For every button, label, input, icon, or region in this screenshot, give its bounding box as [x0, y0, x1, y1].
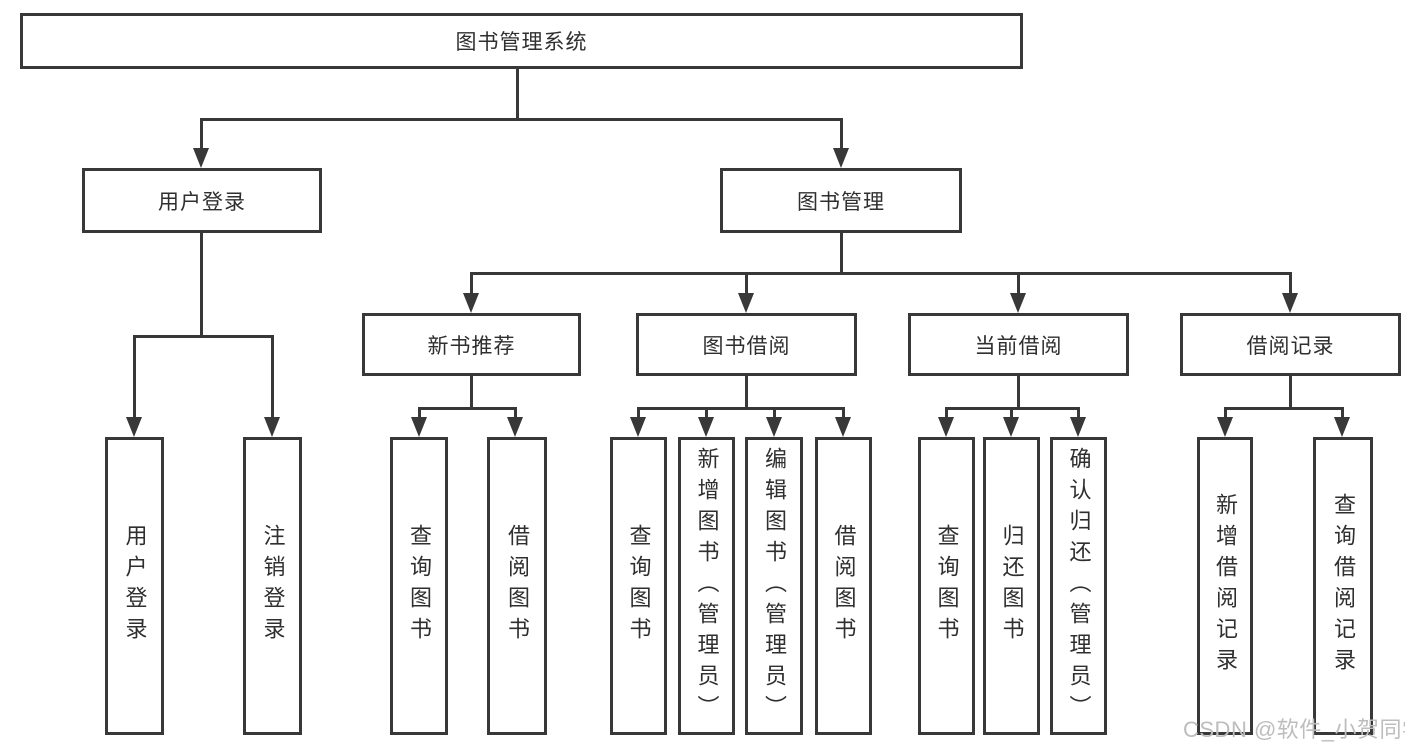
connector-stub-leaf: [705, 407, 708, 419]
connector-stub-leaf: [1341, 407, 1344, 419]
connector-stub-leaf: [514, 407, 517, 419]
arrow-down-icon: [833, 148, 849, 168]
connector-book-management-trunk: [840, 233, 843, 274]
connector-stub-level3: [745, 272, 748, 295]
node-new-book-recommend: 新书推荐: [362, 313, 581, 376]
leaf-borrow-books-2: 借阅图书: [815, 437, 872, 735]
arrow-down-icon: [463, 293, 479, 313]
connector-stub-leaf: [133, 335, 136, 419]
leaf-label: 编辑图书（管理员）: [762, 446, 787, 726]
leaf-query-books-2: 查询图书: [610, 437, 667, 735]
node-book-borrowing-label: 图书借阅: [702, 334, 791, 358]
arrow-down-icon: [938, 417, 954, 437]
node-book-management-label: 图书管理: [797, 190, 885, 214]
arrow-down-icon: [193, 148, 209, 168]
arrow-down-icon: [1282, 293, 1298, 313]
arrow-down-icon: [766, 417, 782, 437]
leaf-query-books-1: 查询图书: [390, 437, 448, 735]
leaf-label: 用户登录: [122, 524, 148, 648]
leaf-label: 确认归还（管理员）: [1066, 446, 1092, 726]
connector-stub-leaf: [271, 335, 274, 419]
leaf-logout: 注销登录: [243, 437, 302, 735]
connector-root-branch: [200, 118, 843, 121]
node-current-borrowing: 当前借阅: [908, 313, 1129, 376]
arrow-down-icon: [698, 417, 714, 437]
connector-borrowing-records-trunk: [1289, 376, 1292, 409]
connector-stub-user-login: [200, 118, 203, 151]
arrow-down-icon: [507, 417, 523, 437]
connector-user-login-trunk: [200, 233, 203, 337]
arrow-down-icon: [1010, 293, 1026, 313]
leaf-label: 借阅图书: [505, 524, 530, 648]
connector-stub-level3: [1289, 272, 1292, 295]
leaf-label: 查询图书: [407, 524, 432, 648]
node-new-book-recommend-label: 新书推荐: [427, 334, 516, 358]
arrow-down-icon: [835, 417, 851, 437]
connector-stub-level3: [470, 272, 473, 295]
node-book-borrowing: 图书借阅: [636, 313, 857, 376]
leaf-user-login: 用户登录: [105, 437, 164, 735]
leaf-edit-books-admin: 编辑图书（管理员）: [745, 437, 803, 735]
leaf-label: 注销登录: [260, 524, 286, 648]
node-root-label: 图书管理系统: [455, 31, 588, 54]
leaf-add-books-admin: 新增图书（管理员）: [678, 437, 735, 735]
node-borrowing-records-label: 借阅记录: [1246, 334, 1335, 358]
leaf-query-borrow-record: 查询借阅记录: [1313, 437, 1373, 735]
node-current-borrowing-label: 当前借阅: [974, 334, 1063, 358]
leaf-label: 查询借阅记录: [1331, 493, 1356, 679]
connector-borrowing-records-branch: [1224, 407, 1344, 410]
connector-stub-leaf: [418, 407, 421, 419]
arrow-down-icon: [1003, 417, 1019, 437]
connector-stub-book-management: [840, 118, 843, 151]
leaf-confirm-return-admin: 确认归还（管理员）: [1050, 437, 1107, 735]
node-book-management: 图书管理: [720, 168, 962, 233]
arrow-down-icon: [738, 293, 754, 313]
arrow-down-icon: [411, 417, 427, 437]
connector-stub-level3: [1017, 272, 1020, 295]
arrow-down-icon: [264, 417, 280, 437]
connector-stub-leaf: [1224, 407, 1227, 419]
connector-stub-leaf: [1077, 407, 1080, 419]
leaf-label: 新增借阅记录: [1213, 493, 1238, 679]
arrow-down-icon: [630, 417, 646, 437]
connector-book-management-branch: [470, 272, 1292, 275]
connector-new-book-trunk: [470, 376, 473, 409]
connector-stub-leaf: [637, 407, 640, 419]
leaf-return-books: 归还图书: [983, 437, 1040, 735]
node-user-login: 用户登录: [82, 168, 322, 233]
leaf-add-borrow-record: 新增借阅记录: [1197, 437, 1253, 735]
leaf-label: 归还图书: [999, 524, 1025, 648]
connector-stub-leaf: [842, 407, 845, 419]
node-borrowing-records: 借阅记录: [1180, 313, 1401, 376]
leaf-label: 查询图书: [626, 524, 652, 648]
connector-current-borrowing-trunk: [1017, 376, 1020, 409]
arrow-down-icon: [1070, 417, 1086, 437]
arrow-down-icon: [1334, 417, 1350, 437]
arrow-down-icon: [126, 417, 142, 437]
node-user-login-label: 用户登录: [158, 190, 246, 214]
connector-book-borrowing-branch: [637, 407, 845, 410]
arrow-down-icon: [1217, 417, 1233, 437]
leaf-query-books-3: 查询图书: [918, 437, 975, 735]
connector-user-login-branch: [133, 335, 274, 338]
leaf-borrow-books-1: 借阅图书: [487, 437, 547, 735]
connector-book-borrowing-trunk: [745, 376, 748, 409]
leaf-label: 查询图书: [934, 524, 960, 648]
node-root: 图书管理系统: [20, 13, 1023, 69]
connector-new-book-branch: [418, 407, 517, 410]
connector-stub-leaf: [1010, 407, 1013, 419]
connector-stub-leaf: [945, 407, 948, 419]
connector-root-trunk: [516, 69, 519, 121]
leaf-label: 新增图书（管理员）: [694, 446, 720, 726]
leaf-label: 借阅图书: [831, 524, 857, 648]
csdn-watermark: CSDN @软件_小贺同学: [1183, 717, 1405, 742]
connector-stub-leaf: [773, 407, 776, 419]
